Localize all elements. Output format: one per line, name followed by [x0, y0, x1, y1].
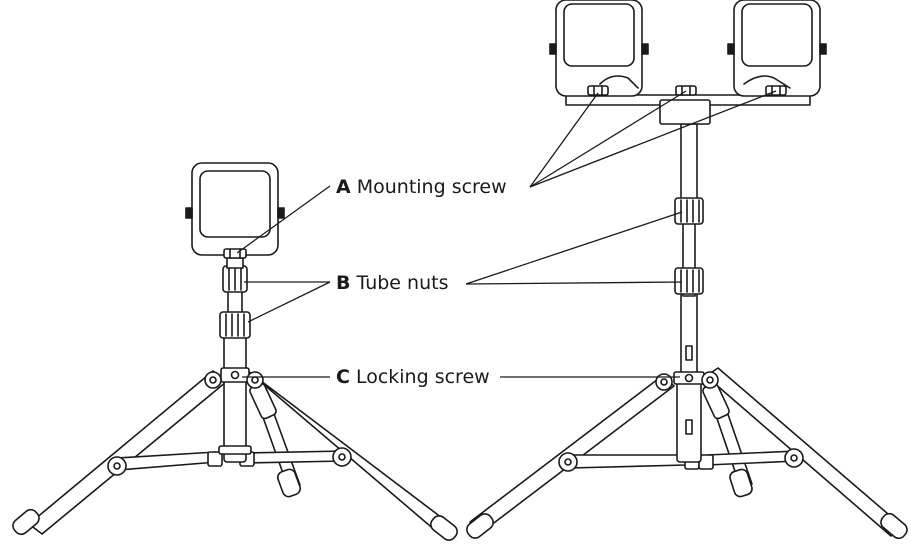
callout-b-text: Tube nuts: [356, 272, 449, 294]
leader-b-left-2: [247, 281, 331, 323]
leader-a-right-3: [529, 90, 777, 188]
single-light-tripod: [12, 162, 458, 541]
callout-a-letter: A: [336, 176, 351, 198]
leader-lines: [236, 90, 777, 378]
callout-b-letter: B: [336, 272, 351, 294]
twin-floodlight-left: [549, 0, 649, 97]
leader-b-right-2: [465, 281, 683, 285]
callout-c-text: Locking screw: [355, 366, 490, 388]
twin-light-tripod: [466, 0, 908, 540]
left-center-column: [204, 257, 264, 463]
twin-mounting-bar: [565, 85, 811, 125]
leader-b-right-1: [465, 211, 683, 285]
right-center-column: [655, 123, 719, 463]
callout-a-text: Mounting screw: [356, 176, 507, 198]
left-floodlight: [185, 162, 285, 259]
right-cross-braces: [558, 448, 804, 472]
leader-a-right-2: [529, 90, 687, 188]
twin-floodlight-right: [727, 0, 827, 97]
leader-a-left: [236, 185, 331, 254]
callout-c-letter: C: [336, 366, 350, 388]
leader-a-right-1: [529, 92, 599, 188]
